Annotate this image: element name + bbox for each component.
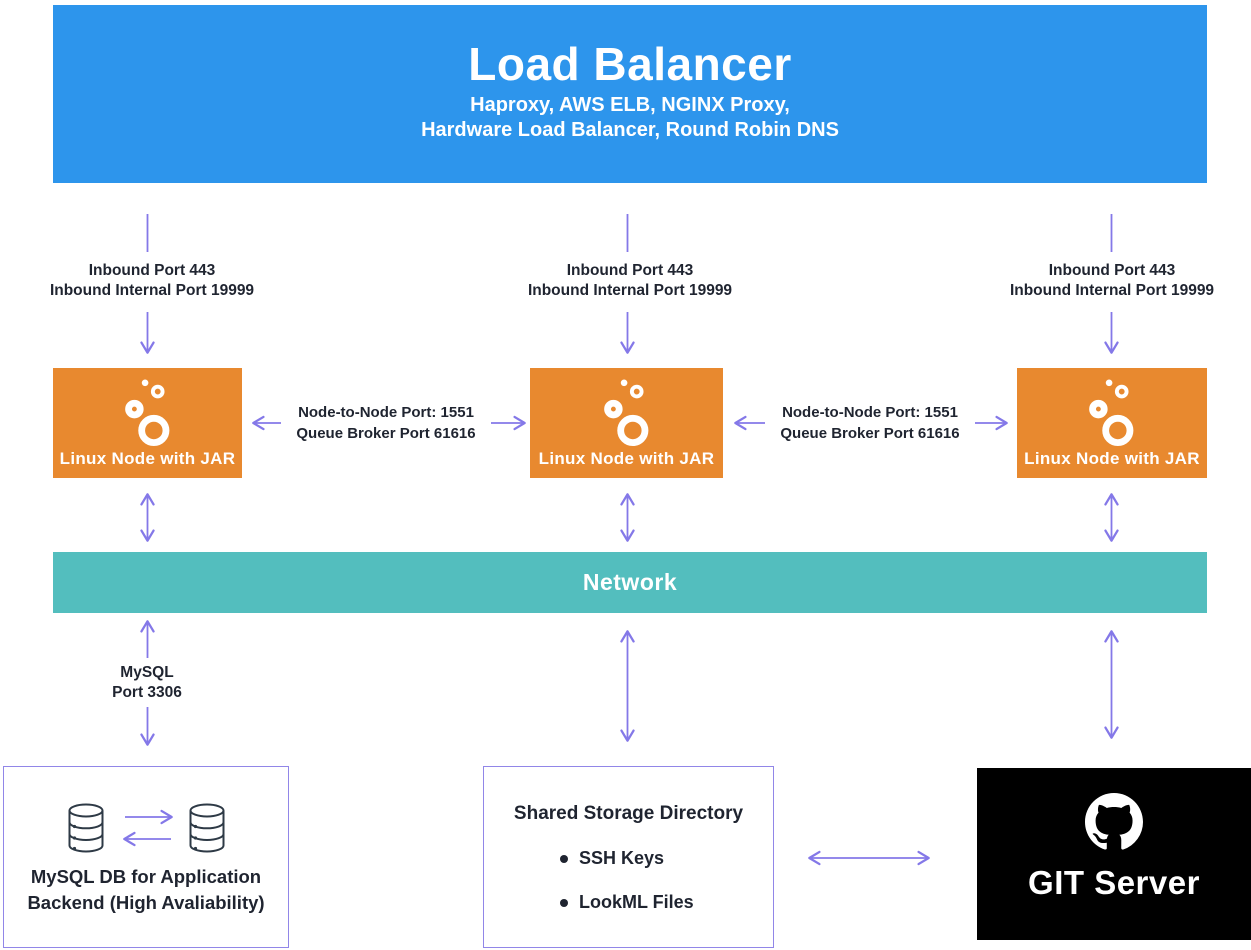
linux-node-label: Linux Node with JAR [538,449,715,468]
load-balancer-subtitle-line2: Hardware Load Balancer, Round Robin DNS [421,119,839,141]
linux-node-box-1: Linux Node with JAR [53,368,242,478]
mysql-port-label: MySQL Port 3306 [112,664,182,701]
load-balancer-box: Load Balancer Haproxy, AWS ELB, NGINX Pr… [53,5,1207,183]
mysql-db-box: MySQL DB for Application Backend (High A… [3,766,289,948]
node-link-label-1: Node-to-Node Port: 1551 Queue Broker Por… [296,404,476,442]
database-cylinder-icon [189,803,225,853]
linux-node-box-3: Linux Node with JAR [1017,368,1207,478]
bullet-dot-icon [560,898,568,907]
node-link-label-2: Node-to-Node Port: 1551 Queue Broker Por… [780,404,960,442]
load-balancer-title: Load Balancer [468,38,792,90]
load-balancer-subtitle-line1: Haproxy, AWS ELB, NGINX Proxy, [470,94,790,116]
mysql-db-label: MySQL DB for Application Backend (High A… [27,866,265,913]
storage-item-ssh-keys: SSH Keys [560,848,664,869]
shared-storage-title: Shared Storage Directory [513,803,744,824]
inbound-ports-label-2: Inbound Port 443 Inbound Internal Port 1… [527,262,733,299]
linux-node-label: Linux Node with JAR [1024,449,1200,468]
load-balancer-subtitle: Haproxy, AWS ELB, NGINX Proxy, Hardware … [53,93,1207,143]
inbound-ports-label-3: Inbound Port 443 Inbound Internal Port 1… [1009,262,1215,299]
github-octocat-icon [1085,793,1143,850]
linux-node-label: Linux Node with JAR [59,449,236,468]
looker-bubbles-icon [603,379,648,447]
storage-item-lookml-files: LookML Files [560,892,694,913]
network-label: Network [582,569,678,595]
looker-bubbles-icon [124,379,169,447]
database-cylinder-icon [68,803,104,853]
shared-storage-box: Shared Storage Directory SSH Keys LookML… [483,766,774,948]
linux-node-box-2: Linux Node with JAR [530,368,723,478]
network-box: Network [53,552,1207,613]
inbound-ports-label-1: Inbound Port 443 Inbound Internal Port 1… [49,262,255,299]
git-server-label: GIT Server [1028,864,1200,901]
git-server-box: GIT Server [977,768,1251,940]
bullet-dot-icon [560,854,568,863]
looker-bubbles-icon [1089,379,1134,447]
